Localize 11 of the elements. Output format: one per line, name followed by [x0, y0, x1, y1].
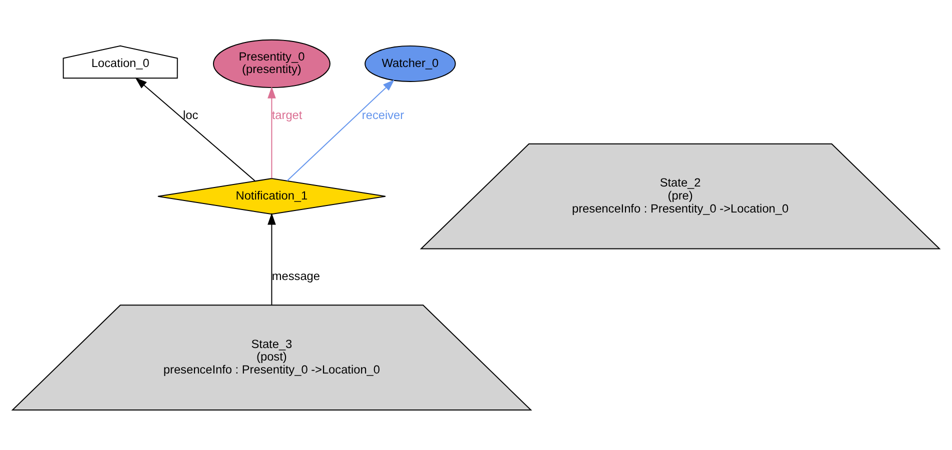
edge-label: receiver [362, 108, 404, 122]
arrow [286, 79, 395, 182]
arrow [135, 78, 256, 182]
edge-label: target [272, 108, 302, 122]
edge-label: message [272, 269, 320, 284]
arrow [268, 212, 276, 306]
node-ellipse: Watcher_0 [364, 45, 456, 82]
edge-label: loc [182, 108, 198, 122]
node-ellipse: Presentity_0 (presentity) [212, 39, 330, 88]
arrow [268, 86, 276, 179]
node-diamond: Notification_1 [157, 178, 386, 215]
